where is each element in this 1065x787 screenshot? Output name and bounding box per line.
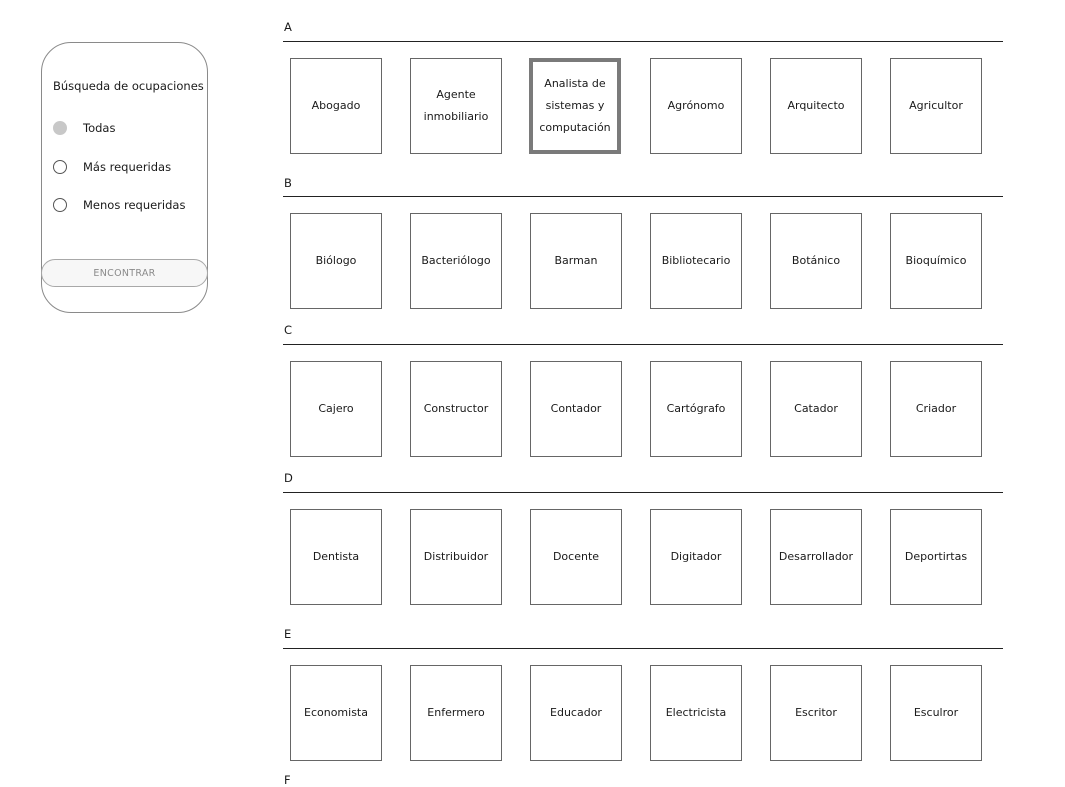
occupation-label: Economista	[304, 706, 368, 719]
occupation-label: Botánico	[791, 254, 841, 267]
section-divider	[283, 648, 1003, 649]
section-divider	[283, 344, 1003, 345]
occupation-label: Abogado	[311, 99, 361, 112]
occupation-label: Cartógrafo	[666, 402, 726, 415]
occupation-filter-panel: Búsqueda de ocupaciones Todas Más requer…	[41, 42, 208, 313]
radio-selected-icon[interactable]	[53, 121, 67, 135]
occupation-card[interactable]: Educador	[530, 665, 622, 761]
occupation-label: Dentista	[312, 550, 360, 563]
section-letter-e: E	[284, 627, 292, 641]
section-letter-b: B	[284, 176, 292, 190]
filter-option-todas[interactable]: Todas	[53, 120, 115, 136]
section-letter-c: C	[284, 323, 293, 337]
filter-option-mas-requeridas[interactable]: Más requeridas	[53, 159, 171, 175]
section-divider	[283, 41, 1003, 42]
occupation-label: Agrónomo	[667, 99, 725, 112]
occupation-card[interactable]: Constructor	[410, 361, 502, 457]
occupation-card[interactable]: Arquitecto	[770, 58, 862, 154]
occupation-label: Agricultor	[909, 99, 963, 112]
occupation-card[interactable]: Catador	[770, 361, 862, 457]
occupation-card-highlighted[interactable]: Analista de sistemas y computación	[529, 58, 621, 154]
occupation-label: Cajero	[318, 402, 354, 415]
radio-unselected-icon[interactable]	[53, 160, 67, 174]
occupation-label: Analista de sistemas y computación	[539, 77, 611, 134]
occupation-card[interactable]: Criador	[890, 361, 982, 457]
occupation-card[interactable]: Escritor	[770, 665, 862, 761]
occupation-card[interactable]: Agente inmobiliario	[410, 58, 502, 154]
occupation-label: Desarrollador	[778, 550, 854, 563]
section-letter-d: D	[284, 471, 293, 485]
occupation-card[interactable]: Contador	[530, 361, 622, 457]
occupation-label: Electricista	[665, 706, 727, 719]
occupation-card[interactable]: Esculror	[890, 665, 982, 761]
find-button[interactable]: ENCONTRAR	[41, 259, 208, 287]
occupation-card[interactable]: Bacteriólogo	[410, 213, 502, 309]
occupation-label: Educador	[550, 706, 602, 719]
occupation-label: Biólogo	[315, 254, 357, 267]
occupation-card[interactable]: Cartógrafo	[650, 361, 742, 457]
occupation-label: Arquitecto	[787, 99, 845, 112]
occupation-card[interactable]: Agrónomo	[650, 58, 742, 154]
occupation-card[interactable]: Dentista	[290, 509, 382, 605]
radio-unselected-icon[interactable]	[53, 198, 67, 212]
filter-option-label: Más requeridas	[83, 160, 172, 174]
occupation-label: Bibliotecario	[661, 254, 731, 267]
occupation-card[interactable]: Abogado	[290, 58, 382, 154]
occupation-label: Criador	[915, 402, 957, 415]
occupation-label: Contador	[550, 402, 602, 415]
occupation-card[interactable]: Bibliotecario	[650, 213, 742, 309]
occupation-label: Docente	[552, 550, 600, 563]
occupation-card[interactable]: Electricista	[650, 665, 742, 761]
occupation-label: Digitador	[670, 550, 722, 563]
occupation-card[interactable]: Digitador	[650, 509, 742, 605]
occupation-label: Constructor	[423, 402, 489, 415]
occupation-card[interactable]: Biólogo	[290, 213, 382, 309]
section-divider	[283, 492, 1003, 493]
occupation-card[interactable]: Docente	[530, 509, 622, 605]
occupation-card[interactable]: Botánico	[770, 213, 862, 309]
occupation-label: Bacteriólogo	[421, 254, 491, 267]
occupation-label: Enfermero	[427, 706, 485, 719]
filter-title: Búsqueda de ocupaciones	[53, 79, 204, 93]
occupation-card[interactable]: Economista	[290, 665, 382, 761]
occupation-card[interactable]: Barman	[530, 213, 622, 309]
filter-option-label: Menos requeridas	[83, 198, 186, 212]
occupation-label: Distribuidor	[423, 550, 489, 563]
section-divider	[283, 196, 1003, 197]
occupation-card[interactable]: Desarrollador	[770, 509, 862, 605]
filter-option-label: Todas	[83, 121, 116, 135]
occupation-label: Agente inmobiliario	[423, 88, 489, 123]
occupation-label: Barman	[554, 254, 598, 267]
filter-option-menos-requeridas[interactable]: Menos requeridas	[53, 197, 185, 213]
occupation-label: Bioquímico	[905, 254, 967, 267]
occupation-card[interactable]: Bioquímico	[890, 213, 982, 309]
occupation-card[interactable]: Distribuidor	[410, 509, 502, 605]
occupation-card[interactable]: Agricultor	[890, 58, 982, 154]
occupation-label: Escritor	[795, 706, 837, 719]
occupation-label: Esculror	[913, 706, 959, 719]
occupation-card[interactable]: Cajero	[290, 361, 382, 457]
occupation-card[interactable]: Enfermero	[410, 665, 502, 761]
occupation-label: Deportirtas	[904, 550, 968, 563]
occupation-label: Catador	[794, 402, 838, 415]
section-letter-a: A	[284, 20, 292, 34]
section-letter-f: F	[284, 773, 291, 787]
occupation-card[interactable]: Deportirtas	[890, 509, 982, 605]
